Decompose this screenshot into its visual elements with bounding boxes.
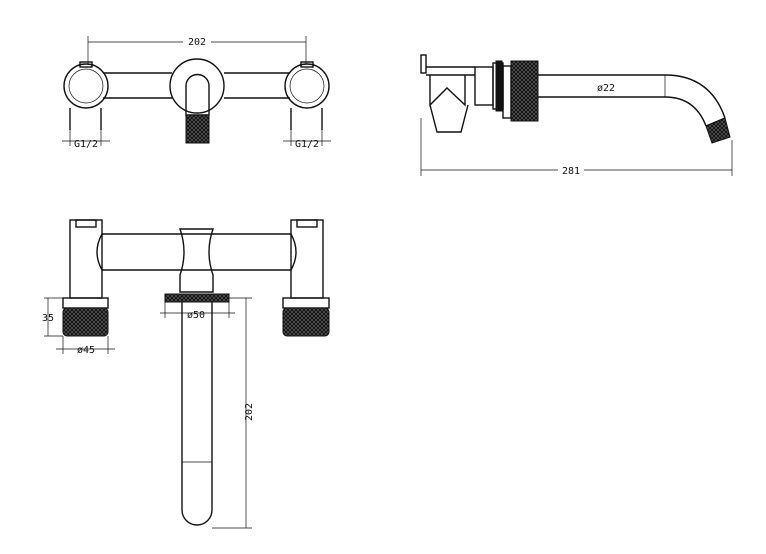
- left-knurled-handle: [62, 307, 109, 337]
- side-handle-knurl: [510, 60, 539, 122]
- top-width-dimension: 202: [87, 35, 307, 64]
- handle-diameter-dimension: ø45: [56, 336, 115, 356]
- left-handle-outline: [63, 63, 109, 109]
- right-knurled-handle: [282, 307, 330, 337]
- spout-length-dimension: 202: [212, 297, 255, 529]
- spout-base-label: ø50: [187, 310, 205, 321]
- center-boss: [169, 58, 225, 114]
- spout-length-label: 202: [244, 403, 255, 421]
- top-view: ø50 202 35 ø45: [42, 219, 330, 529]
- left-thread-label: G1/2: [74, 139, 98, 150]
- right-thread-label: G1/2: [295, 139, 319, 150]
- spout-diameter-label: ø22: [597, 83, 615, 94]
- right-handle-outline: [284, 63, 330, 109]
- spout-base-knurl: [164, 293, 230, 303]
- front-view: 202 G1/2 G1/2: [62, 35, 331, 150]
- side-view: ø22 281: [420, 54, 733, 177]
- handle-height-dimension: 35: [42, 297, 63, 337]
- front-spout-aerator: [185, 114, 210, 144]
- projection-label: 281: [562, 166, 580, 177]
- projection-dimension: 281: [420, 118, 733, 177]
- handle-diameter-label: ø45: [77, 345, 95, 356]
- top-width-label: 202: [188, 37, 206, 48]
- handle-height-label: 35: [42, 313, 54, 324]
